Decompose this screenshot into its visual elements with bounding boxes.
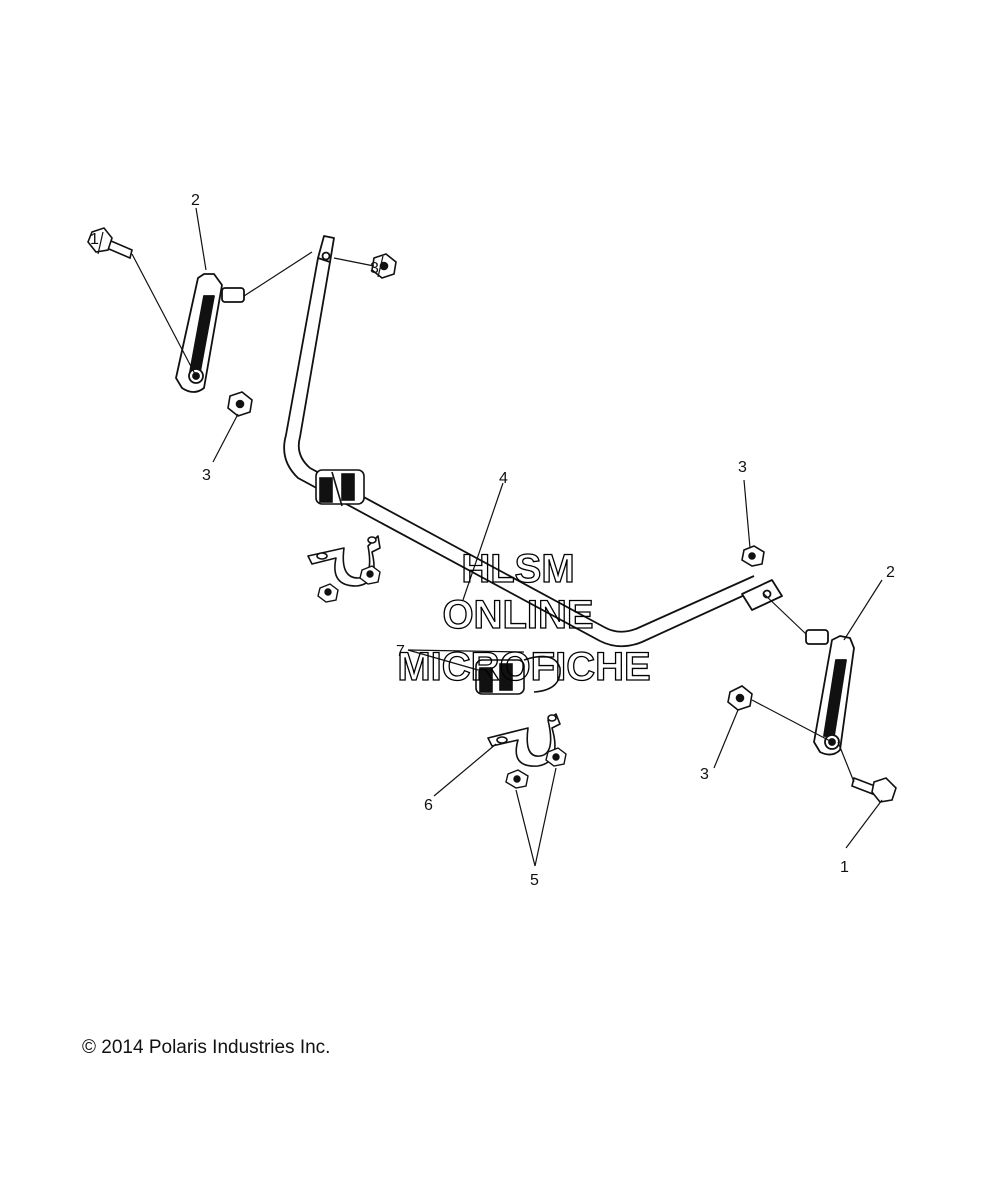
- lower-bushing: [475, 655, 561, 695]
- stabilizer-bar: [283, 235, 783, 648]
- left-stabilizer-link: [175, 273, 245, 393]
- right-top-flange-nut: [741, 545, 765, 567]
- left-bolt: [87, 227, 133, 260]
- copyright-notice: © 2014 Polaris Industries Inc.: [82, 1037, 331, 1058]
- callout-1-left: 1: [90, 231, 99, 248]
- right-stabilizer-link: [805, 629, 855, 756]
- callout-3-top: 3: [370, 260, 379, 277]
- lower-bushing-clamp: [487, 713, 561, 767]
- callout-5: 5: [530, 872, 539, 889]
- right-bolt: [851, 776, 897, 803]
- leader-lines: [97, 207, 883, 867]
- left-flange-nut: [227, 391, 253, 417]
- clamp-nut-right: [545, 747, 567, 767]
- callout-1-right: 1: [840, 859, 849, 876]
- assembly-lines: [131, 251, 855, 783]
- watermark: HLSM ONLINE MICROFICHE: [397, 546, 652, 689]
- callout-3-left: 3: [202, 467, 211, 484]
- watermark-line-2: ONLINE: [442, 593, 593, 637]
- watermark-line-3: MICROFICHE: [397, 645, 650, 689]
- callout-2-left: 2: [191, 192, 200, 209]
- clamp-nut-left: [505, 769, 529, 789]
- upper-clamp-nut-left: [317, 583, 339, 603]
- callout-2-right: 2: [886, 564, 895, 581]
- top-flange-nut: [371, 253, 397, 279]
- callout-6: 6: [424, 797, 433, 814]
- bar-bushing: [315, 469, 365, 507]
- callout-3-right: 3: [700, 766, 709, 783]
- upper-bushing-clamp: [307, 535, 381, 587]
- right-flange-nut: [727, 685, 753, 711]
- callout-3-right-top: 3: [738, 459, 747, 476]
- callout-7: 7: [396, 643, 405, 660]
- upper-clamp-nut-right: [359, 565, 381, 585]
- callout-4: 4: [499, 470, 508, 487]
- watermark-line-1: HLSM: [461, 547, 574, 591]
